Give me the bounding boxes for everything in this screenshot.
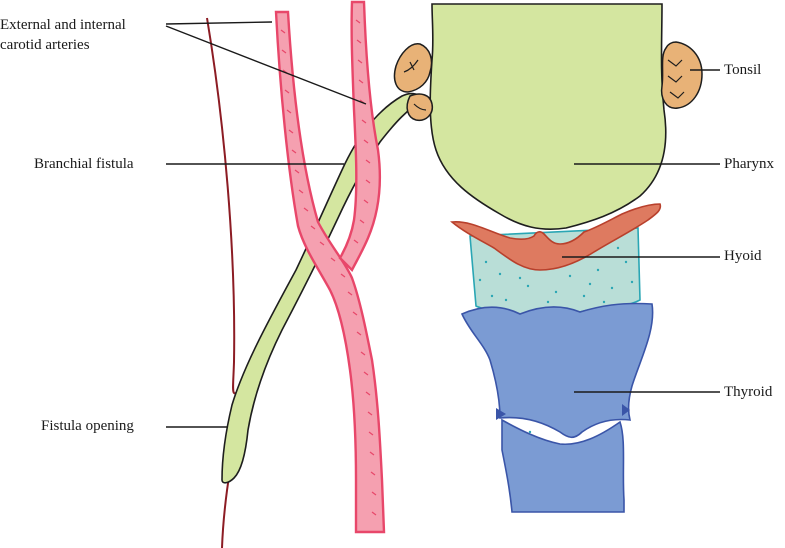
fistula-tract <box>221 92 426 484</box>
leader-lines <box>165 21 720 428</box>
label-tonsil: Tonsil <box>724 62 762 78</box>
label-carotid-line2: carotid arteries <box>0 37 90 53</box>
label-branchial-fistula: Branchial fistula <box>34 156 134 172</box>
tonsil-left <box>393 43 434 122</box>
leader-carotid-external <box>165 21 273 25</box>
thyroid-cartilage <box>460 302 654 439</box>
leader-carotid-internal <box>165 25 367 105</box>
tonsil-right <box>660 41 703 109</box>
carotid-arteries <box>274 0 386 534</box>
hyoid <box>450 203 662 271</box>
label-carotid-line1: External and internal <box>0 17 126 33</box>
cricoid-ring <box>501 418 625 513</box>
label-fistula-opening: Fistula opening <box>41 418 134 434</box>
label-hyoid: Hyoid <box>724 248 762 264</box>
label-thyroid: Thyroid <box>724 384 773 400</box>
pharynx <box>429 3 667 231</box>
label-pharynx: Pharynx <box>724 156 774 172</box>
